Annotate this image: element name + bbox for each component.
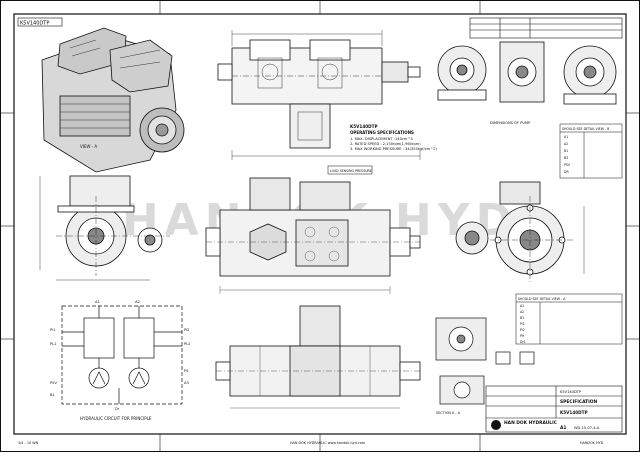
port-a3-label: A3	[184, 381, 189, 385]
title-model: K5V140DTP	[560, 410, 588, 415]
port-table-1-row: A2	[564, 142, 568, 146]
port-table-2-title: SHOULD SEE DETAIL VIEW - A	[518, 297, 566, 301]
end-views-top	[437, 41, 617, 105]
spec-subheading: OPERATING SPECIFICATIONS	[350, 130, 414, 135]
port-table-1-row: DR	[564, 170, 569, 174]
footer-right: HANDOK HYD	[580, 441, 604, 445]
title-model-top: K5V140DTP	[560, 390, 582, 394]
port-table-1-rows: A1 A2 B1 B3 PSV DR	[564, 135, 571, 174]
port-table-1-title: SHOULD SEE DETAIL VIEW - B	[562, 127, 609, 131]
company-name: HAN DOK HYDRAULIC	[504, 420, 557, 426]
pump-side-view	[205, 177, 421, 277]
port-pl1-label: PL1	[50, 342, 56, 346]
port-table-2-rows: A1 A2 B1 Pi1 Pi2 PH Dr1	[520, 304, 526, 344]
port-a1-label: A1	[95, 300, 100, 304]
section-detail	[435, 317, 535, 405]
port-table-1-row: A1	[564, 135, 568, 139]
port-pi2-label: Pi2	[184, 328, 189, 332]
part-number-box	[17, 17, 63, 27]
drawing-code: WD-15-07-4-A	[574, 426, 600, 430]
port-table-2-row: A2	[520, 310, 524, 314]
sheet-size: A1	[560, 425, 566, 431]
footer-center: HAN DOK HYDRAULIC www.handok-hyd.com	[290, 441, 366, 445]
port-table-2-row: PH	[520, 334, 525, 338]
spec-heading: K5V140DTP	[350, 124, 378, 129]
port-table-1-row: B3	[564, 156, 568, 160]
title-block	[485, 385, 623, 433]
footer-left: 3/4 - 10 WN	[18, 441, 39, 445]
title-drawing-type: SPECIFICATION	[560, 399, 598, 405]
section-label: SECTION A - A	[436, 411, 461, 415]
top-view-dimensions	[231, 30, 421, 160]
port-b1-label: B1	[50, 393, 55, 397]
load-sensing-callout	[327, 165, 373, 175]
company-logo	[491, 420, 501, 430]
port-dr-label: Dr	[115, 407, 120, 411]
spec-line-1: 1. MAX. DISPLACEMENT :140cm^3	[350, 137, 413, 141]
detail-caption: DIMENSIONS OF PUMP	[490, 121, 531, 125]
circuit-port-labels: A1 A2 Pi1 Pi2 PL1 PL2 PS A3 Dr PSV B1	[50, 300, 190, 411]
port-table-2-row: Dr1	[520, 340, 526, 344]
port-table-2	[515, 293, 623, 345]
circuit-caption: HYDRAULIC CIRCUIT FOR PRINCIPLE	[80, 416, 152, 421]
port-pl2-label: PL2	[184, 342, 190, 346]
port-table-1	[559, 123, 623, 179]
load-sensing-label: LOAD SENSING PRESSURE	[330, 169, 372, 173]
port-table-1-row: B1	[564, 149, 568, 153]
port-pi1-label: Pi1	[50, 328, 55, 332]
port-table-2-row: Pi2	[520, 328, 525, 332]
port-table-2-row: A1	[520, 304, 524, 308]
front-view-dimensions	[39, 176, 170, 281]
spec-line-3: 3. MAX WORKING PRESSURE : 34(350kgf/cm^2…	[350, 147, 437, 151]
port-table-2-row: Pi1	[520, 322, 525, 326]
port-table-2-row: B1	[520, 316, 524, 320]
front-flange-view	[57, 175, 163, 267]
bottom-view-details	[216, 346, 420, 409]
isometric-pump-view	[41, 27, 185, 173]
revision-block	[469, 17, 623, 39]
port-a2-label: A2	[135, 300, 140, 304]
part-number-label: K5V140DTP	[20, 21, 49, 27]
port-ps-label: PS	[184, 369, 189, 373]
hydraulic-circuit	[61, 305, 183, 405]
rear-view-dimensions	[490, 196, 585, 284]
side-view-details	[206, 226, 420, 294]
port-psv-label: PSV	[50, 381, 57, 385]
port-table-1-row: PSV	[564, 163, 571, 167]
spec-line-2: 2. RATED SPEED : 2,150rpm(1,960rpm)	[350, 142, 421, 146]
iso-view-label: VIEW - A	[80, 144, 97, 149]
pump-top-view	[217, 39, 421, 149]
